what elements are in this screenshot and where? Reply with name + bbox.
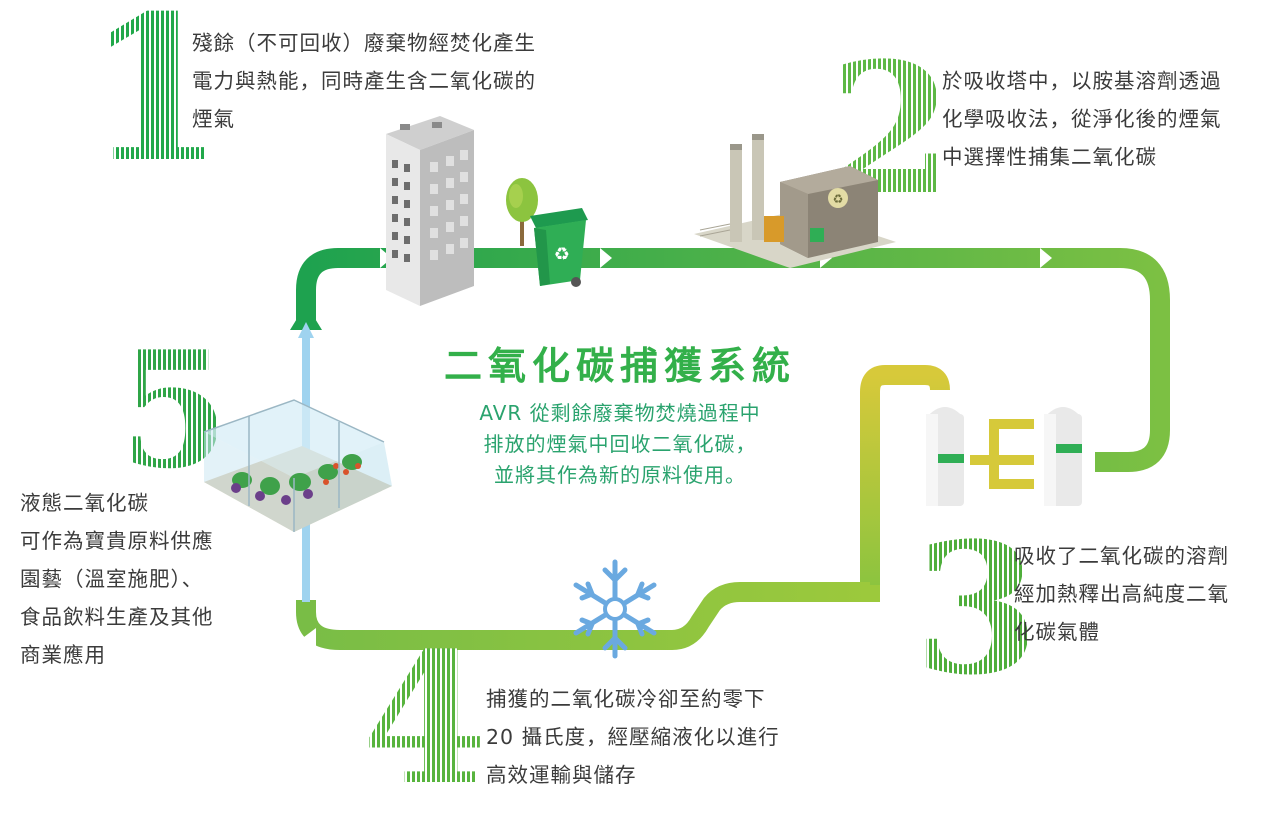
step-3-text: 吸收了二氧化碳的溶劑 經加熱釋出高純度二氧 化碳氣體	[1014, 544, 1229, 644]
incineration-plant-icon: ♻	[694, 134, 896, 268]
step-3-number: 3	[914, 504, 1040, 715]
flow-yellow	[860, 365, 950, 585]
cycle-flow-lines	[290, 248, 1170, 652]
step-2-text: 於吸收塔中，以胺基溶劑透過 化學吸收法，從淨化後的煙氣 中選擇性捕集二氧化碳	[942, 69, 1222, 169]
co2-capture-diagram: 1 2 3 4 5 殘餘（不可回收）廢棄物經焚化產生 電力與熱能，同時產生含二氧…	[20, 0, 1229, 810]
step-4-text: 捕獲的二氧化碳冷卻至約零下 20 攝氏度，經壓縮液化以進行 高效運輸與儲存	[486, 687, 780, 787]
svg-text:♻: ♻	[554, 244, 570, 265]
recycle-bin-icon: ♻	[530, 208, 588, 287]
diagram-description: AVR 從剩餘廢棄物焚燒過程中 排放的煙氣中回收二氧化碳， 並將其作為新的原料使…	[479, 401, 761, 487]
tree-icon	[506, 178, 538, 246]
step-5-text: 液態二氧化碳 可作為寶貴原料供應 園藝（溫室施肥）、 食品飲料生產及其他 商業應…	[20, 491, 214, 667]
svg-text:♻: ♻	[833, 192, 844, 206]
step-1-text: 殘餘（不可回收）廢棄物經焚化產生 電力與熱能，同時產生含二氧化碳的 煙氣	[192, 31, 536, 131]
snowflake-icon	[573, 559, 657, 659]
diagram-title: 二氧化碳捕獲系統	[443, 344, 796, 388]
gas-cylinders-icon	[926, 407, 1082, 506]
step-1-number: 1	[86, 0, 225, 190]
apartment-building-icon	[386, 116, 474, 306]
step-4-number: 4	[362, 614, 488, 825]
greenhouse-icon	[203, 399, 392, 532]
flow-top	[296, 248, 1170, 472]
